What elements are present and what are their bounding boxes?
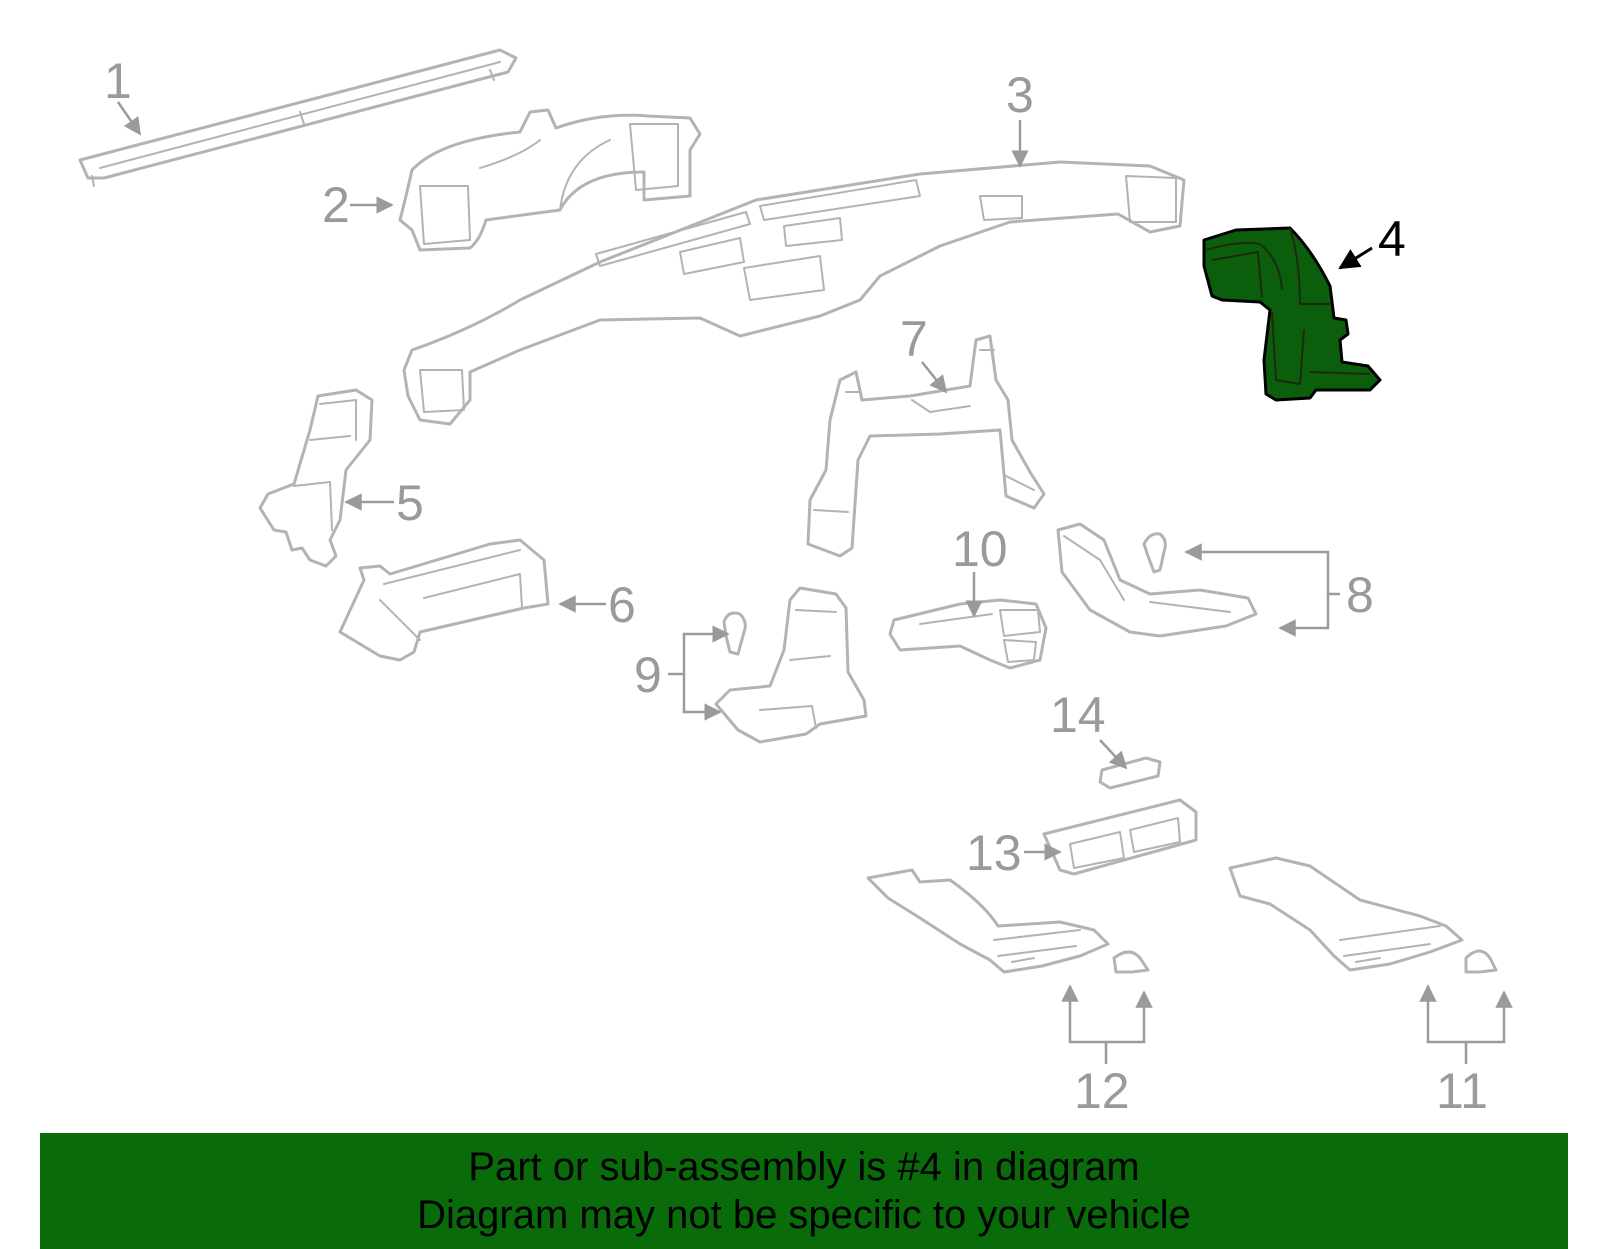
part-12-floor-duct	[866, 868, 1150, 974]
callout-7: 7	[900, 311, 928, 367]
callout-1: 1	[104, 53, 132, 109]
banner-line-part: Part or sub-assembly is #4 in diagram	[468, 1145, 1140, 1189]
callout-8: 8	[1346, 567, 1374, 623]
info-banner: Part or sub-assembly is #4 in diagram Di…	[40, 1133, 1568, 1249]
part-14-cap	[1098, 756, 1162, 790]
callout-12: 12	[1074, 1063, 1130, 1119]
parts-diagram: 1 2 3 4 5 6 7 8 9 10 11 12 13 14	[78, 48, 1513, 1119]
part-1-duct-strip	[78, 48, 518, 187]
part-6-floor-duct	[338, 538, 550, 662]
part-4-highlighted-duct	[1202, 226, 1382, 402]
banner-line-disclaimer: Diagram may not be specific to your vehi…	[417, 1193, 1191, 1237]
part-11-floor-duct	[1228, 856, 1498, 974]
callout-14: 14	[1050, 687, 1106, 743]
callout-4: 4	[1378, 211, 1406, 267]
callout-2: 2	[322, 177, 350, 233]
callout-11: 11	[1436, 1063, 1488, 1119]
callout-10: 10	[952, 521, 1008, 577]
callout-3: 3	[1006, 67, 1034, 123]
part-13-vent-grille	[1042, 798, 1198, 876]
part-5-side-duct	[258, 388, 374, 568]
part-7-center-duct	[806, 334, 1046, 558]
callout-6: 6	[608, 577, 636, 633]
callout-5: 5	[396, 475, 424, 531]
part-8-duct-and-clip	[1056, 522, 1258, 638]
part-3-main-duct	[402, 160, 1186, 426]
part-9-duct-and-clip	[714, 586, 868, 744]
part-2-rear-duct	[398, 108, 702, 252]
callout-13: 13	[966, 825, 1022, 881]
leader-lines	[116, 101, 1513, 1064]
callout-9: 9	[634, 647, 662, 703]
part-10-vent-duct	[888, 598, 1048, 670]
